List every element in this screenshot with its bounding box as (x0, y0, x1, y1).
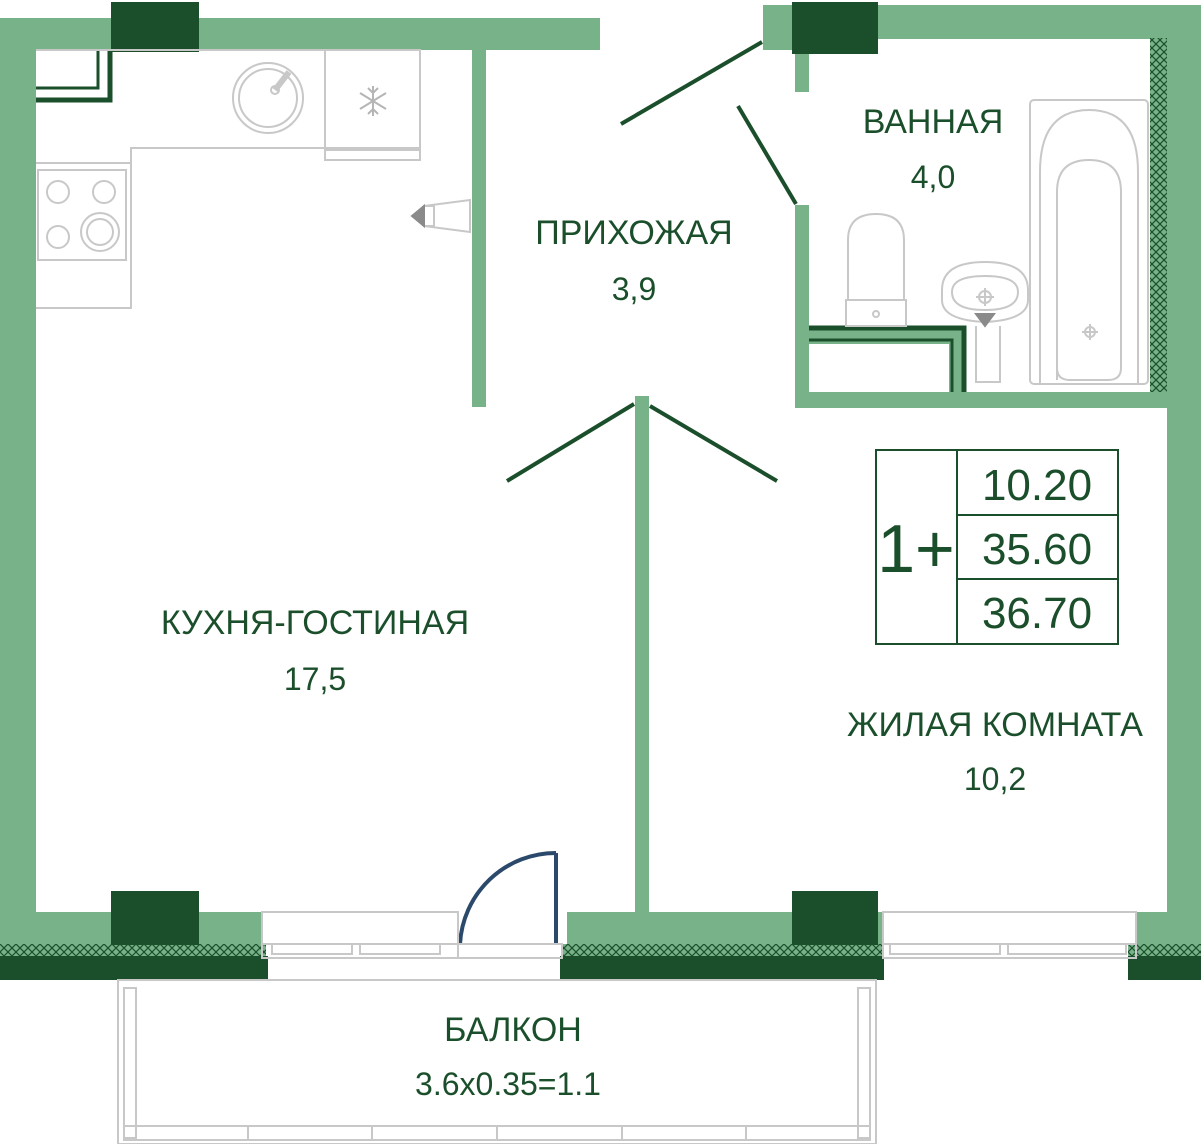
balcony-door (458, 850, 558, 945)
wall-top-kitchen (0, 18, 600, 50)
balcony-outline (117, 979, 877, 1144)
wall-bath-stub-small (795, 50, 809, 92)
column-bottom-left (111, 891, 199, 945)
bathroom-area: 4,0 (911, 159, 955, 195)
door-kitchen-swing (505, 402, 636, 483)
door-bathroom-swing (736, 104, 798, 206)
toilet-icon (845, 212, 907, 327)
column-top-right (792, 2, 878, 54)
kitchen-living-label: КУХНЯ-ГОСТИНАЯ (161, 604, 469, 642)
vent-shaft-kitchen (36, 50, 113, 104)
kitchen-sink-icon (232, 62, 304, 134)
balcony-door-frame (457, 943, 563, 959)
stove-icon (37, 169, 127, 261)
kitchen-fixtures (36, 49, 471, 309)
bedroom-area: 10,2 (964, 761, 1026, 797)
bathtub-icon (1029, 99, 1149, 385)
wall-insulation-bottom-mid (562, 944, 884, 956)
snowflake-icon (359, 86, 387, 116)
wall-hall-bedroom (635, 396, 649, 916)
bathroom-label: ВАННАЯ (863, 103, 1004, 141)
outer-band-bottom-left (0, 956, 268, 980)
total-with-balcony-value: 36.70 (982, 589, 1092, 638)
door-entrance-swing (619, 40, 764, 126)
outer-band-bottom-right (1128, 956, 1201, 980)
wall-bath-bottom (795, 392, 1167, 408)
wall-left (0, 18, 36, 938)
total-area-value: 35.60 (982, 525, 1092, 574)
door-swings (505, 40, 798, 483)
wall-bath-left (795, 205, 809, 405)
bathroom-fixtures (845, 99, 1149, 385)
wall-insulation-right (1150, 38, 1167, 392)
hallway-area: 3,9 (612, 271, 656, 307)
window-bedroom (882, 911, 1137, 959)
room-labels: КУХНЯ-ГОСТИНАЯ 17,5 ПРИХОЖАЯ 3,9 ВАННАЯ … (161, 103, 1143, 1102)
hood-icon (410, 198, 471, 234)
door-bedroom-swing (648, 404, 779, 483)
balcony-label: БАЛКОН (444, 1011, 582, 1049)
wall-right (1167, 5, 1201, 940)
wall-insulation-bottom-left (0, 944, 266, 956)
balcony (117, 979, 877, 1144)
windows (261, 911, 1137, 959)
wall-bottom-right (1136, 912, 1201, 944)
apartment-type: 1+ (877, 511, 955, 587)
column-top-left (111, 2, 199, 52)
fridge (324, 49, 421, 161)
outer-band-bottom-mid (560, 956, 884, 980)
window-kitchen (261, 911, 459, 959)
area-summary-table: 1+ 10.20 35.60 36.70 (875, 449, 1119, 645)
kitchen-living-area: 17,5 (284, 661, 346, 697)
balcony-area: 3.6x0.35=1.1 (415, 1066, 601, 1102)
column-bottom-right (792, 891, 878, 945)
wall-insulation-bottom-right (1128, 944, 1201, 956)
hallway-label: ПРИХОЖАЯ (535, 214, 732, 252)
wall-kitchen-hall (472, 50, 486, 407)
living-area-value: 10.20 (982, 461, 1092, 510)
bedroom-label: ЖИЛАЯ КОМНАТА (847, 706, 1143, 744)
vent-shaft-bath (809, 325, 967, 392)
washbasin-icon (941, 260, 1029, 383)
